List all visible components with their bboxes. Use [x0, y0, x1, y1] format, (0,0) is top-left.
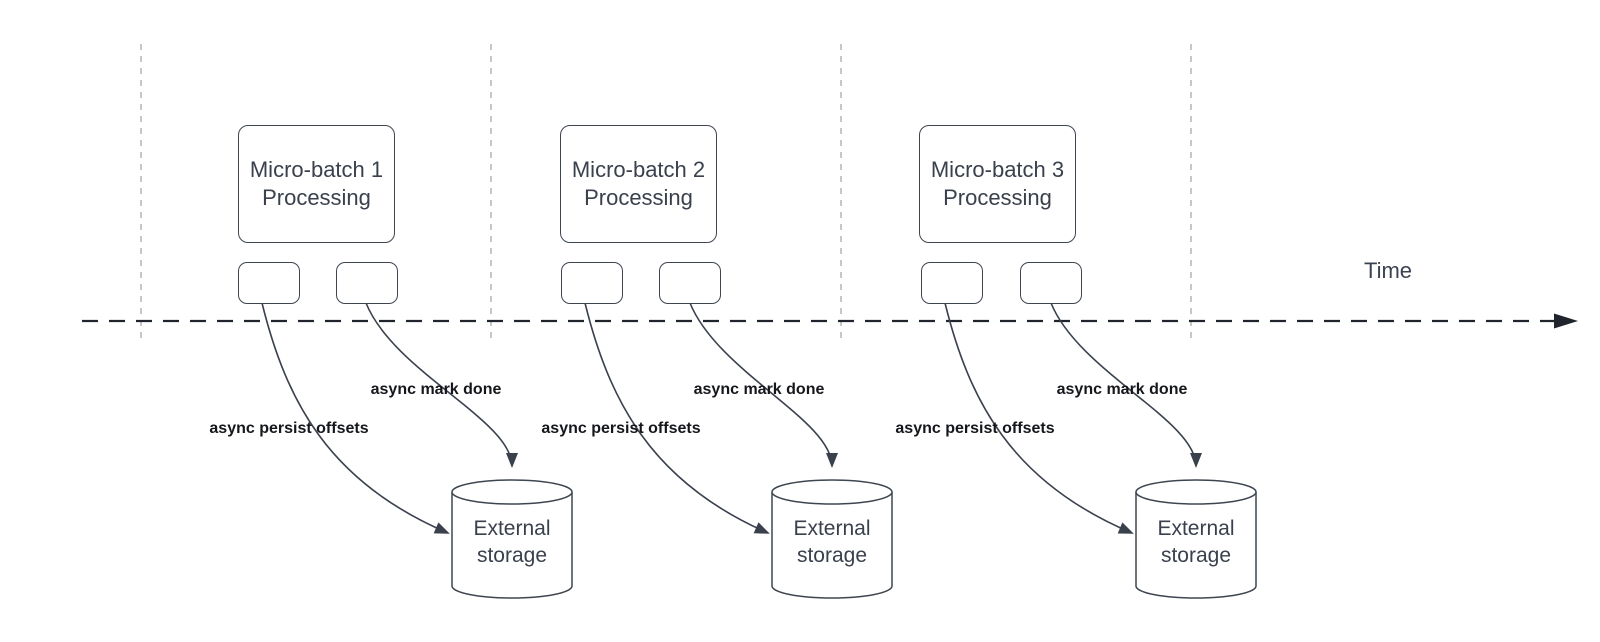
- mark-done-arrow-3: [1050, 302, 1202, 468]
- external-storage-cylinder-1: [451, 479, 573, 599]
- persist-offsets-label-1: async persist offsets: [209, 420, 369, 437]
- persist-offsets-arrow-2: [584, 302, 770, 534]
- micro-batch-1-title-line1: Micro-batch 1: [249, 157, 384, 182]
- mark-done-label-1: async mark done: [370, 381, 502, 398]
- mark-done-label-3: async mark done: [1056, 381, 1188, 398]
- persist-offsets-task-box-3: [921, 262, 983, 304]
- mark-done-task-box-2: [659, 262, 721, 304]
- micro-batch-3-title-line1: Micro-batch 3: [930, 157, 1065, 182]
- persist-offsets-arrow-1: [261, 302, 450, 534]
- external-storage-label-3: External storage: [1157, 517, 1235, 567]
- persist-offsets-label-2: async persist offsets: [541, 420, 701, 437]
- micro-batch-3-box: Micro-batch 3 Processing: [919, 125, 1076, 243]
- external-storage-cylinder-3: [1135, 479, 1257, 599]
- micro-batch-1-title-line2: Processing: [262, 185, 371, 210]
- external-storage-cylinder-2: [771, 479, 893, 599]
- micro-batch-2-title-line1: Micro-batch 2: [571, 157, 706, 182]
- micro-batch-1-box: Micro-batch 1 Processing: [238, 125, 395, 243]
- external-storage-label-1: External storage: [473, 517, 551, 567]
- persist-offsets-label-3: async persist offsets: [895, 420, 1055, 437]
- time-axis-label: Time: [1363, 258, 1413, 283]
- micro-batch-2-title-line2: Processing: [584, 185, 693, 210]
- external-storage-label-2: External storage: [793, 517, 871, 567]
- mark-done-arrow-1: [365, 302, 518, 468]
- mark-done-label-2: async mark done: [693, 381, 825, 398]
- micro-batch-3-title-line2: Processing: [943, 185, 1052, 210]
- persist-offsets-task-box-1: [238, 262, 300, 304]
- micro-batch-2-box: Micro-batch 2 Processing: [560, 125, 717, 243]
- persist-offsets-task-box-2: [561, 262, 623, 304]
- time-axis-arrowhead-icon: [1554, 313, 1578, 329]
- persist-offsets-arrow-3: [944, 302, 1134, 534]
- mark-done-arrow-2: [689, 302, 838, 468]
- mark-done-task-box-3: [1020, 262, 1082, 304]
- mark-done-task-box-1: [336, 262, 398, 304]
